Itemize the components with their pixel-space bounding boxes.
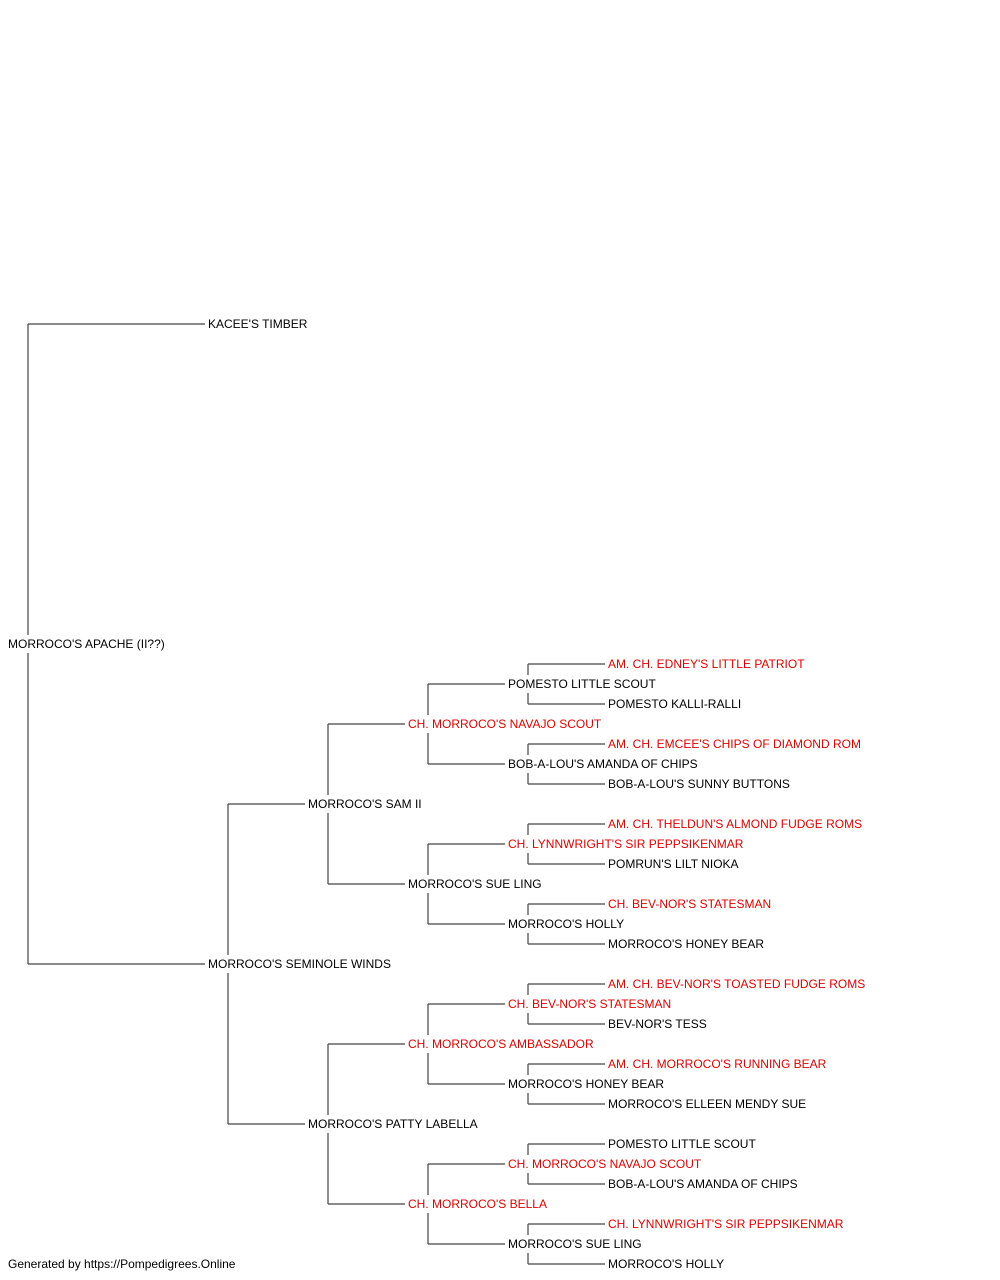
pedigree-dog-name: MORROCO'S HOLLY <box>508 917 624 931</box>
pedigree-dog-name: CH. MORROCO'S NAVAJO SCOUT <box>408 717 602 731</box>
pedigree-dog-name: BEV-NOR'S TESS <box>608 1017 707 1031</box>
pedigree-dog-name: MORROCO'S HONEY BEAR <box>608 937 764 951</box>
pedigree-dog-name: MORROCO'S SUE LING <box>408 877 542 891</box>
pedigree-dog-name: POMESTO LITTLE SCOUT <box>508 677 656 691</box>
pedigree-dog-name: CH. BEV-NOR'S STATESMAN <box>608 897 771 911</box>
pedigree-dog-name: MORROCO'S HONEY BEAR <box>508 1077 664 1091</box>
pedigree-dog-name: CH. LYNNWRIGHT'S SIR PEPPSIKENMAR <box>508 837 744 851</box>
pedigree-dog-name: POMRUN'S LILT NIOKA <box>608 857 739 871</box>
pedigree-dog-name: MORROCO'S SAM II <box>308 797 422 811</box>
pedigree-dog-name: CH. MORROCO'S AMBASSADOR <box>408 1037 594 1051</box>
pedigree-dog-name: MORROCO'S ELLEEN MENDY SUE <box>608 1097 806 1111</box>
pedigree-dog-name: MORROCO'S SUE LING <box>508 1237 642 1251</box>
footer-credit: Generated by https://Pompedigrees.Online <box>8 1257 236 1271</box>
pedigree-dog-name: MORROCO'S HOLLY <box>608 1257 724 1271</box>
pedigree-dog-name: MORROCO'S PATTY LABELLA <box>308 1117 478 1131</box>
pedigree-dog-name: KACEE'S TIMBER <box>208 317 308 331</box>
pedigree-dog-name: BOB-A-LOU'S AMANDA OF CHIPS <box>608 1177 798 1191</box>
pedigree-dog-name: POMESTO KALLI-RALLI <box>608 697 741 711</box>
pedigree-dog-name: CH. LYNNWRIGHT'S SIR PEPPSIKENMAR <box>608 1217 844 1231</box>
pedigree-dog-name: POMESTO LITTLE SCOUT <box>608 1137 756 1151</box>
pedigree-dog-name: AM. CH. MORROCO'S RUNNING BEAR <box>608 1057 827 1071</box>
pedigree-dog-name: BOB-A-LOU'S SUNNY BUTTONS <box>608 777 790 791</box>
pedigree-dog-name: MORROCO'S APACHE (II??) <box>8 637 165 651</box>
pedigree-dog-name: MORROCO'S SEMINOLE WINDS <box>208 957 391 971</box>
pedigree-dog-name: CH. MORROCO'S NAVAJO SCOUT <box>508 1157 702 1171</box>
pedigree-dog-name: AM. CH. BEV-NOR'S TOASTED FUDGE ROMS <box>608 977 865 991</box>
pedigree-dog-name: CH. BEV-NOR'S STATESMAN <box>508 997 671 1011</box>
pedigree-dog-name: AM. CH. THELDUN'S ALMOND FUDGE ROMS <box>608 817 862 831</box>
pedigree-dog-name: AM. CH. EMCEE'S CHIPS OF DIAMOND ROM <box>608 737 861 751</box>
pedigree-dog-name: AM. CH. EDNEY'S LITTLE PATRIOT <box>608 657 805 671</box>
pedigree-dog-name: BOB-A-LOU'S AMANDA OF CHIPS <box>508 757 698 771</box>
pedigree-dog-name: CH. MORROCO'S BELLA <box>408 1197 547 1211</box>
